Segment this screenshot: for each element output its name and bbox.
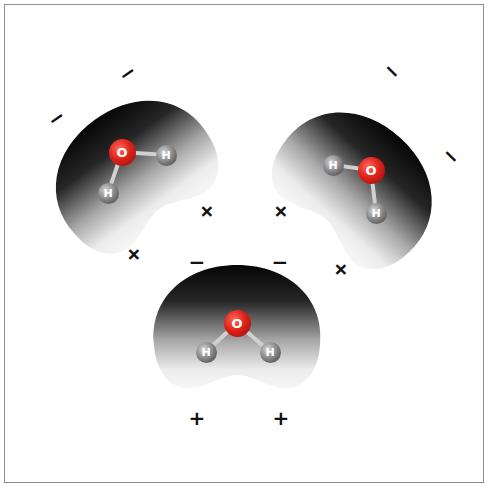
hydrogen-atom: H bbox=[98, 183, 119, 204]
atom-symbol: H bbox=[103, 188, 112, 199]
covalent-bond bbox=[247, 332, 262, 345]
hydrogen-atom: H bbox=[366, 203, 387, 224]
atom-symbol: H bbox=[371, 208, 380, 219]
hydrogen-atom: H bbox=[196, 342, 217, 363]
atom-symbol: O bbox=[231, 317, 242, 330]
negative-charge: − bbox=[272, 252, 289, 272]
oxygen-atom: O bbox=[358, 157, 385, 184]
electron-cloud bbox=[255, 82, 462, 286]
atom-symbol: H bbox=[201, 347, 210, 358]
positive-charge: + bbox=[273, 408, 290, 428]
atom-symbol: O bbox=[365, 164, 376, 177]
covalent-bond bbox=[111, 165, 117, 183]
hydrogen-atom: H bbox=[323, 155, 344, 176]
hydrogen-atom: H bbox=[260, 342, 281, 363]
covalent-bond bbox=[214, 332, 227, 345]
atom-symbol: H bbox=[328, 160, 337, 171]
atom-symbol: O bbox=[116, 146, 127, 159]
covalent-bond bbox=[343, 166, 357, 168]
oxygen-atom: O bbox=[109, 139, 136, 166]
frame bbox=[5, 5, 484, 483]
electron-cloud bbox=[154, 265, 321, 389]
atom-symbol: H bbox=[265, 347, 274, 358]
positive-charge: + bbox=[189, 408, 206, 428]
oxygen-atom: O bbox=[224, 310, 251, 337]
electron-cloud bbox=[27, 71, 235, 269]
covalent-bond bbox=[135, 153, 155, 154]
covalent-bond bbox=[373, 183, 375, 202]
hydrogen-atom: H bbox=[156, 145, 177, 166]
negative-charge: − bbox=[189, 252, 206, 272]
atom-symbol: H bbox=[161, 150, 170, 161]
